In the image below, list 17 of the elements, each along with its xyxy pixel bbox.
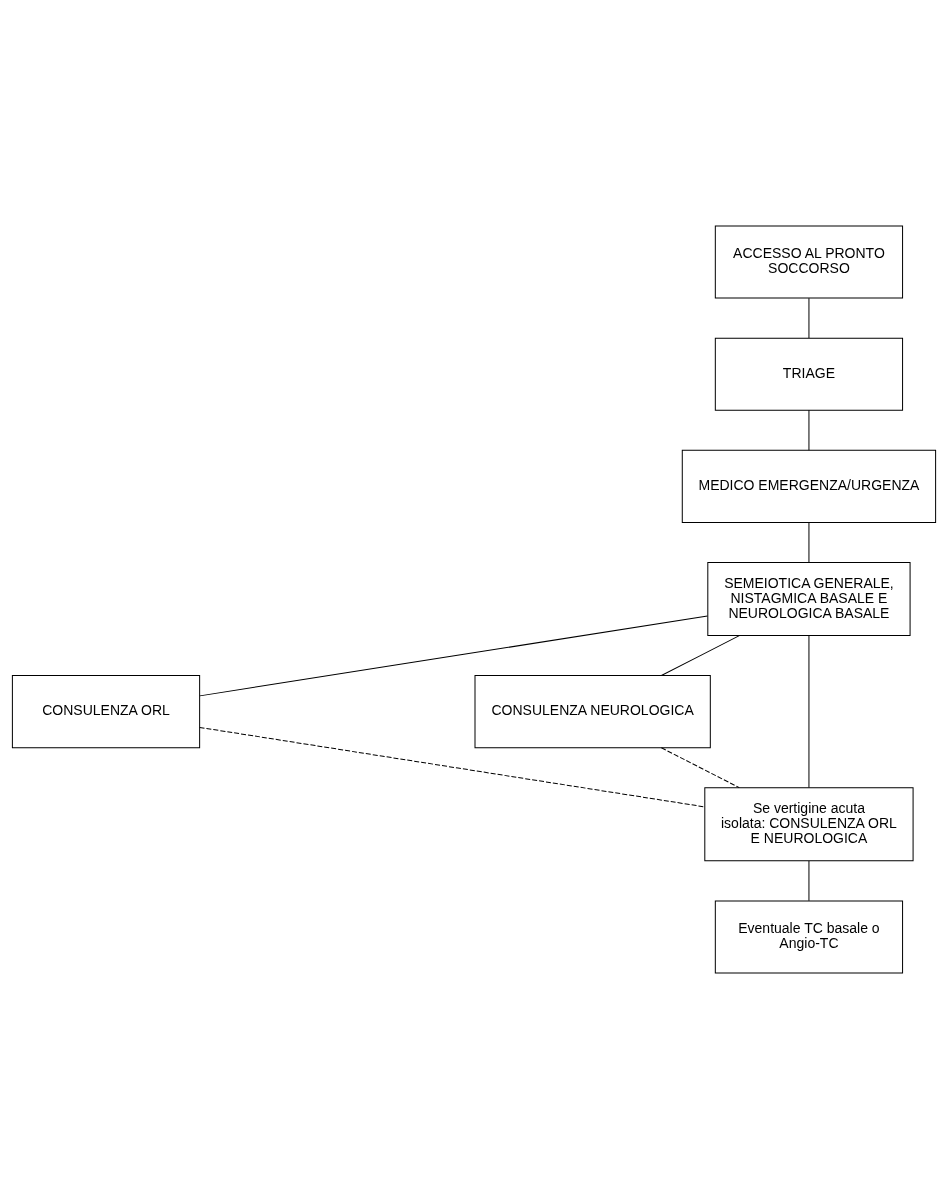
- connector: [808, 297, 810, 338]
- connector: [808, 634, 810, 788]
- connector: [199, 726, 706, 807]
- connector: [660, 746, 740, 788]
- node-box: CONSULENZA NEUROLOGICA: [474, 674, 711, 748]
- connector: [808, 521, 810, 563]
- connector: [199, 614, 708, 696]
- node-box: TRIAGE: [714, 337, 904, 411]
- node-box: CONSULENZA ORL: [11, 674, 201, 748]
- connector: [660, 634, 740, 676]
- node-box: ACCESSO AL PRONTO SOCCORSO: [714, 225, 904, 299]
- node-box: MEDICO EMERGENZA/URGENZA: [681, 449, 937, 523]
- node-box: Se vertigine acuta isolata: CONSULENZA ORL E NEUROLOGICA: [704, 786, 914, 861]
- node-box: SEMEIOTICA GENERALE, NISTAGMICA BASALE E NEUROLOGICA BASALE: [707, 561, 911, 636]
- connector: [808, 859, 810, 901]
- node-box: Eventuale TC basale o Angio-TC: [714, 899, 904, 973]
- connector: [808, 409, 810, 451]
